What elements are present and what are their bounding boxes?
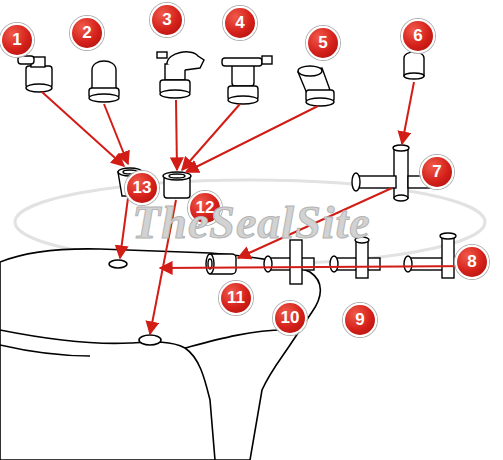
callout-number: 9 (343, 303, 377, 337)
callout-number: 10 (273, 301, 307, 335)
callout-number: 6 (401, 19, 435, 53)
callout-number: 5 (306, 26, 340, 60)
breather-cap (89, 61, 119, 102)
rubber-cap (404, 52, 424, 79)
tee-elbow-fitting (222, 56, 272, 104)
tee-fitting (404, 233, 456, 278)
elbow-fitting (157, 52, 204, 98)
grommet (206, 254, 236, 274)
tee-fitting (352, 145, 430, 201)
callout-number: 1 (0, 23, 34, 57)
grommet (163, 172, 191, 198)
callout-number: 2 (70, 16, 104, 50)
callout-number: 7 (420, 155, 454, 189)
callout-number: 11 (219, 281, 253, 315)
angled-elbow (298, 66, 334, 106)
callout-number: 4 (223, 6, 257, 40)
callout-number: 3 (150, 3, 184, 37)
callout-number: 8 (455, 245, 489, 279)
leader-arrows (42, 82, 480, 334)
breather-fitting (18, 56, 52, 92)
watermark: TheSealSite (132, 196, 370, 249)
